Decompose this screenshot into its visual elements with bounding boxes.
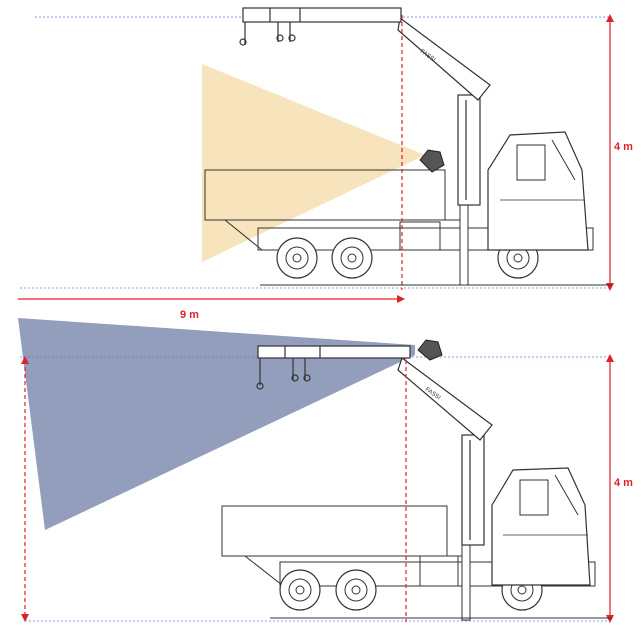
- bottom-tank: [419, 555, 459, 587]
- bottom-wheel-1: [279, 569, 321, 611]
- bottom-left-arrow-top: [21, 356, 29, 364]
- top-wheel-1: [276, 237, 318, 279]
- bottom-camera-cone: [18, 318, 415, 530]
- top-truck-cab: [487, 131, 589, 251]
- bottom-truck-bed: [221, 505, 448, 557]
- top-height-label: 4 m: [614, 141, 633, 153]
- top-height-dimension: 4 m: [606, 14, 633, 291]
- top-panel: FASSI 4 m 9 m: [18, 7, 633, 321]
- reach-label: 9 m: [180, 309, 199, 321]
- camera-icon: [419, 149, 445, 173]
- bottom-height-label: 4 m: [614, 477, 633, 489]
- bottom-left-arrow-bottom: [21, 614, 29, 622]
- top-wheel-2: [331, 237, 373, 279]
- reach-dimension: 9 m: [18, 295, 405, 321]
- bottom-panel: FASSI 4 m: [18, 318, 633, 623]
- top-stabilizer: [459, 199, 469, 286]
- truck-icon: [491, 467, 591, 586]
- bottom-stabilizer: [461, 539, 471, 621]
- bottom-wheel-2: [335, 569, 377, 611]
- bottom-camera: [417, 339, 443, 361]
- bottom-height-dimension: 4 m: [606, 354, 633, 623]
- top-tank: [399, 221, 441, 251]
- top-camera-cone: [202, 64, 425, 262]
- bottom-crane: FASSI: [256, 345, 493, 546]
